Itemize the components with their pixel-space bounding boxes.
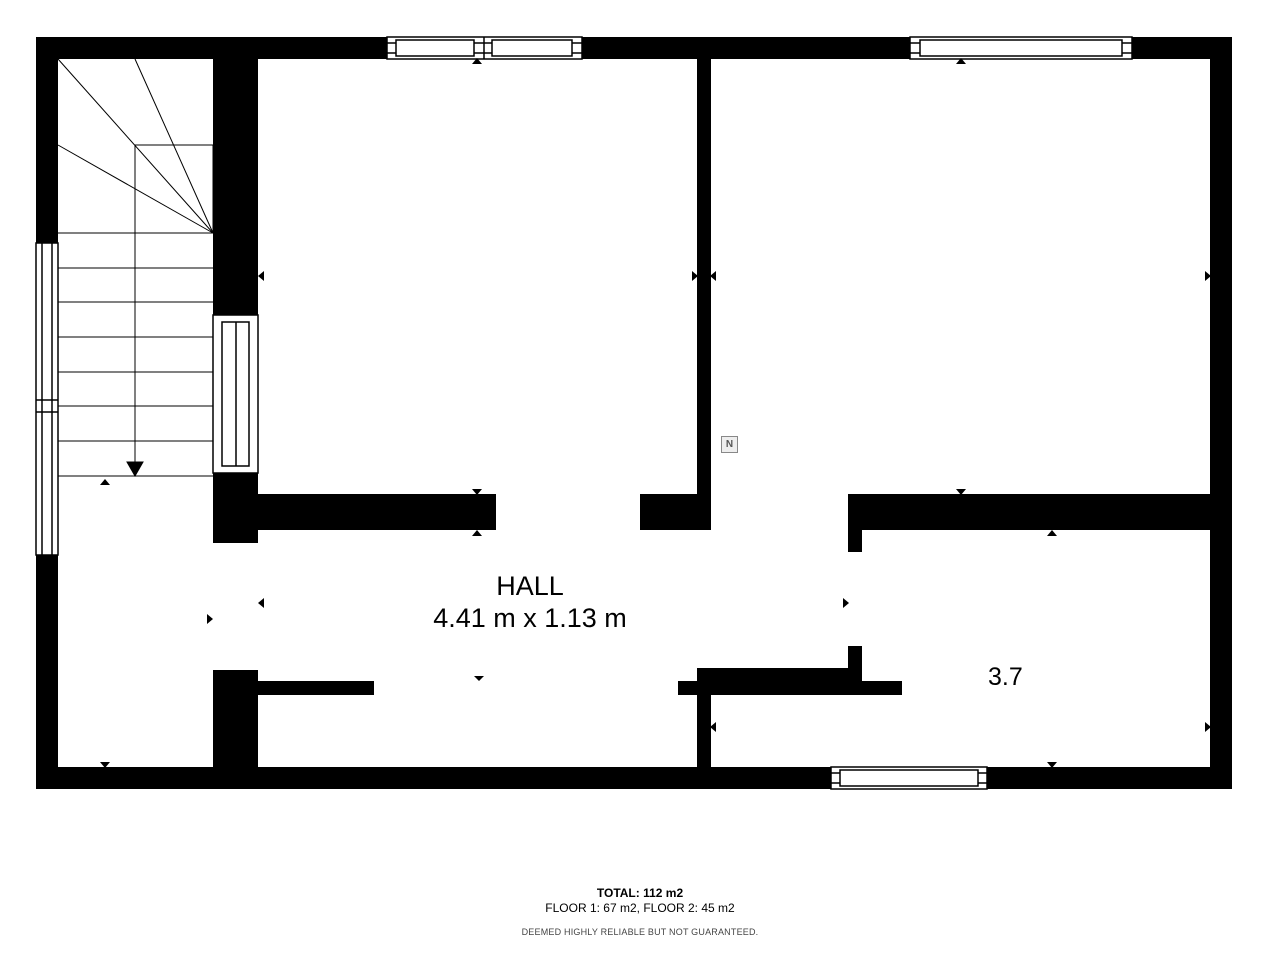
wall-bottom [36,767,1232,789]
north-compass-icon: N [721,436,738,453]
room-size: 4.41 m x 1.13 m [433,603,627,634]
windows [35,36,1133,790]
wall-right-room-left [848,494,862,552]
wall-right [1210,37,1232,789]
window-top-right [909,36,1133,60]
dimension-markers [100,58,1211,768]
room-size-partial: 3.7 [988,663,1023,691]
stair-arrow-icon [126,461,144,478]
wall-hall-top-right [848,494,1212,530]
disclaimer: DEEMED HIGHLY RELIABLE BUT NOT GUARANTEE… [521,927,759,937]
floor-areas: FLOOR 1: 67 m2, FLOOR 2: 45 m2 [545,901,735,915]
wall-hall-top-left [258,494,496,530]
total-area: TOTAL: 112 m2 [596,886,684,900]
wall-bottom-divider-cap [697,668,862,682]
staircase [57,58,214,478]
window-bottom [830,766,988,790]
wall-bottom-divider [697,668,711,770]
room-label-hall: HALL 4.41 m x 1.13 m [380,570,680,635]
room-name: HALL [496,571,564,601]
wall-hall-bottom-right [678,681,902,695]
interior-walls [213,59,1212,770]
window-top-left [386,36,583,60]
window-stair-divider [212,314,259,474]
wall-stair-divider-lower [213,473,258,543]
wall-bedroom-divider [697,59,711,495]
wall-stair-divider-bottom [213,670,258,770]
wall-stair-divider [213,59,258,315]
window-left-wall [35,242,59,556]
wall-hall-bottom-left [258,681,374,695]
wall-hall-top-mid [640,494,711,530]
